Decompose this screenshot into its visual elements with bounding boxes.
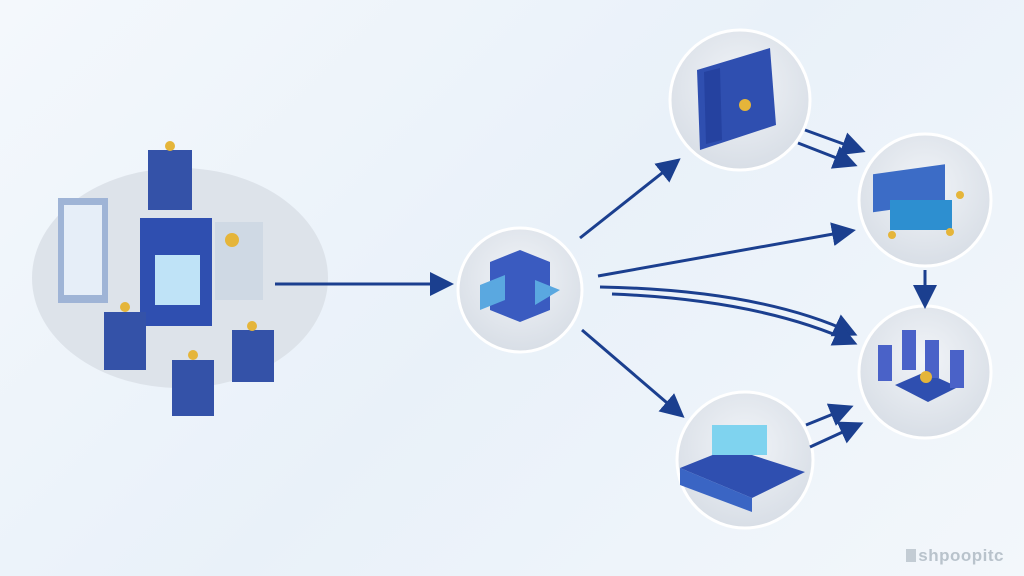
dashboard-platform-node: [857, 132, 993, 268]
arrow-hub-to-platform: [581, 328, 685, 418]
arrow-hub-to-storage: [579, 158, 681, 240]
arrow-hub-to-processing-2: [611, 292, 858, 346]
arrow-storage-to-dashboard-2: [797, 141, 858, 169]
storage-device-node: [668, 28, 812, 172]
source-datacenter-node: [32, 141, 328, 416]
processing-cluster-node: [857, 304, 993, 440]
arrow-hub-to-processing: [599, 285, 858, 337]
hub-node: [456, 226, 584, 354]
arrow-hub-to-dashboard: [597, 222, 856, 278]
data-platform-node: [675, 390, 815, 530]
server-stack-icon: [104, 150, 274, 416]
arrow-platform-to-processing-2: [809, 421, 864, 449]
arrow-platform-to-processing: [805, 403, 854, 427]
watermark: shpoopitc: [906, 546, 1004, 566]
watermark-logo-icon: [906, 549, 917, 562]
arrow-storage-to-dashboard: [804, 128, 866, 156]
server-rack-icon: [58, 198, 263, 326]
flow-arrows: [275, 128, 937, 449]
